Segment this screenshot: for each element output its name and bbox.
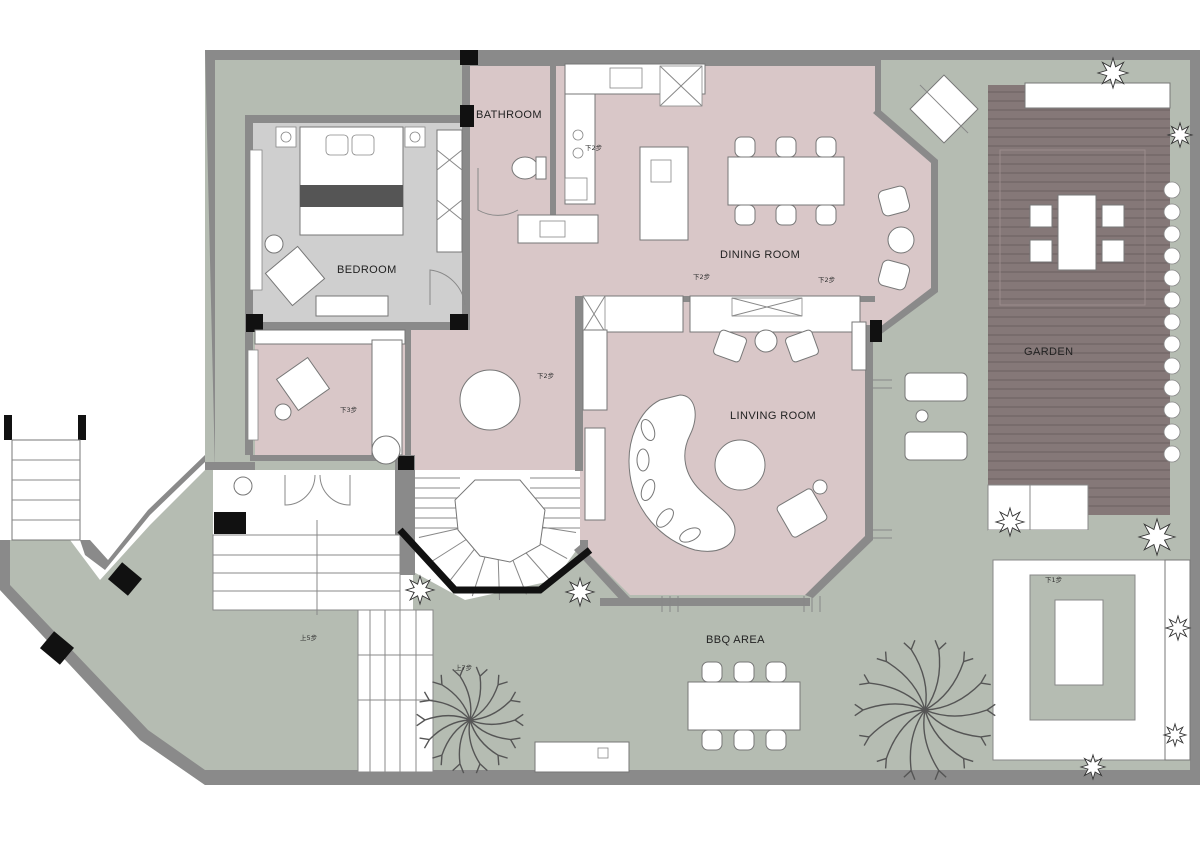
shrub-icon <box>1163 357 1181 375</box>
bathroom-fixtures <box>477 156 599 244</box>
chair-icon <box>815 204 837 226</box>
kitchen-island <box>639 146 689 241</box>
stove-icon <box>572 129 584 141</box>
shrub-icon <box>1137 517 1177 557</box>
garden-furniture <box>1029 181 1181 463</box>
shrub-icon <box>994 506 1026 538</box>
exterior-stairs <box>11 439 81 541</box>
shrub-icon <box>1163 401 1181 419</box>
dining-table-icon <box>687 681 801 731</box>
step-label: 下2步 <box>585 144 603 152</box>
step-label: 上7步 <box>455 663 473 672</box>
step-label: 下2步 <box>693 273 711 281</box>
shrub-icon <box>1166 121 1194 149</box>
toilet-icon <box>511 156 539 180</box>
garden-label: GARDEN <box>1024 346 1073 358</box>
room-labels: BATHROOM BEDROOM DINING ROOM LINVING ROO… <box>337 109 1073 646</box>
dining-set <box>727 74 979 291</box>
shrub-icon <box>1079 753 1107 781</box>
shrub-icon <box>1163 445 1181 463</box>
chair-icon <box>701 729 723 751</box>
chair-icon <box>775 136 797 158</box>
armchair-icon <box>877 185 911 217</box>
chair-icon <box>733 661 755 683</box>
chair-icon <box>765 729 787 751</box>
step-label: 下2步 <box>818 276 836 284</box>
living-room-label: LINVING ROOM <box>730 410 816 422</box>
hall-furniture <box>247 295 684 521</box>
bedroom-furniture <box>249 126 466 317</box>
staircase <box>397 477 593 600</box>
shrub-icon <box>1163 225 1181 243</box>
shrub-icon <box>1163 379 1181 397</box>
planter-icon <box>233 476 253 496</box>
house-walls <box>205 60 938 606</box>
shrub-icon <box>1163 291 1181 309</box>
step-label: 下1步 <box>1045 576 1063 584</box>
shrubs <box>404 56 1194 781</box>
lounger-icon <box>904 372 968 402</box>
shrub-icon <box>1162 722 1188 748</box>
bed-icon <box>299 126 404 236</box>
shrub-icon <box>1163 269 1181 287</box>
sofa-icon <box>628 394 736 552</box>
kitchen <box>564 63 706 241</box>
shrub-icon <box>1163 203 1181 221</box>
shrub-icon <box>1163 335 1181 353</box>
dining-room-label: DINING ROOM <box>720 249 800 261</box>
shrub-icon <box>1164 614 1192 642</box>
shrub-icon <box>1163 423 1181 441</box>
lounger-icon <box>904 431 968 461</box>
chair-icon <box>734 204 756 226</box>
step-labels: 下2步 下2步 下2步 下2步 下3步 上5步 上7步 下1步 <box>300 144 1063 672</box>
chair-icon <box>815 136 837 158</box>
armchair-icon <box>275 356 331 412</box>
shrub-icon <box>1096 56 1130 90</box>
step-label: 上5步 <box>300 633 318 642</box>
sink-icon <box>539 220 566 238</box>
bbq-set <box>534 661 801 773</box>
shrub-icon <box>404 574 436 606</box>
armchair-icon <box>776 488 828 538</box>
chair-icon <box>765 661 787 683</box>
trees <box>416 639 996 781</box>
pillars <box>4 50 882 665</box>
entry-steps <box>212 474 401 615</box>
step-label: 下3步 <box>340 406 358 414</box>
bedroom-label: BEDROOM <box>337 264 397 276</box>
step-label: 下2步 <box>537 372 555 380</box>
bbq-area-label: BBQ AREA <box>706 634 765 646</box>
front-path <box>357 609 434 773</box>
shrub-icon <box>564 576 596 608</box>
tree-icon <box>854 639 996 781</box>
chair-icon <box>733 729 755 751</box>
wardrobe <box>436 129 463 253</box>
shrub-icon <box>1163 247 1181 265</box>
chair-icon <box>734 136 756 158</box>
sink-icon <box>609 67 643 89</box>
armchair-icon <box>785 329 819 363</box>
chair-icon <box>775 204 797 226</box>
armchair-icon <box>264 245 326 307</box>
tree-icon <box>416 666 524 774</box>
garden-deck <box>988 60 1188 515</box>
bathroom-label: BATHROOM <box>476 109 542 121</box>
armchair-icon <box>877 259 911 291</box>
shrub-icon <box>1163 181 1181 199</box>
living-room-furniture <box>628 295 892 612</box>
dining-table-icon <box>727 156 845 206</box>
shrub-icon <box>1163 313 1181 331</box>
loungers <box>904 372 968 461</box>
armchair-icon <box>713 329 747 363</box>
chair-icon <box>701 661 723 683</box>
